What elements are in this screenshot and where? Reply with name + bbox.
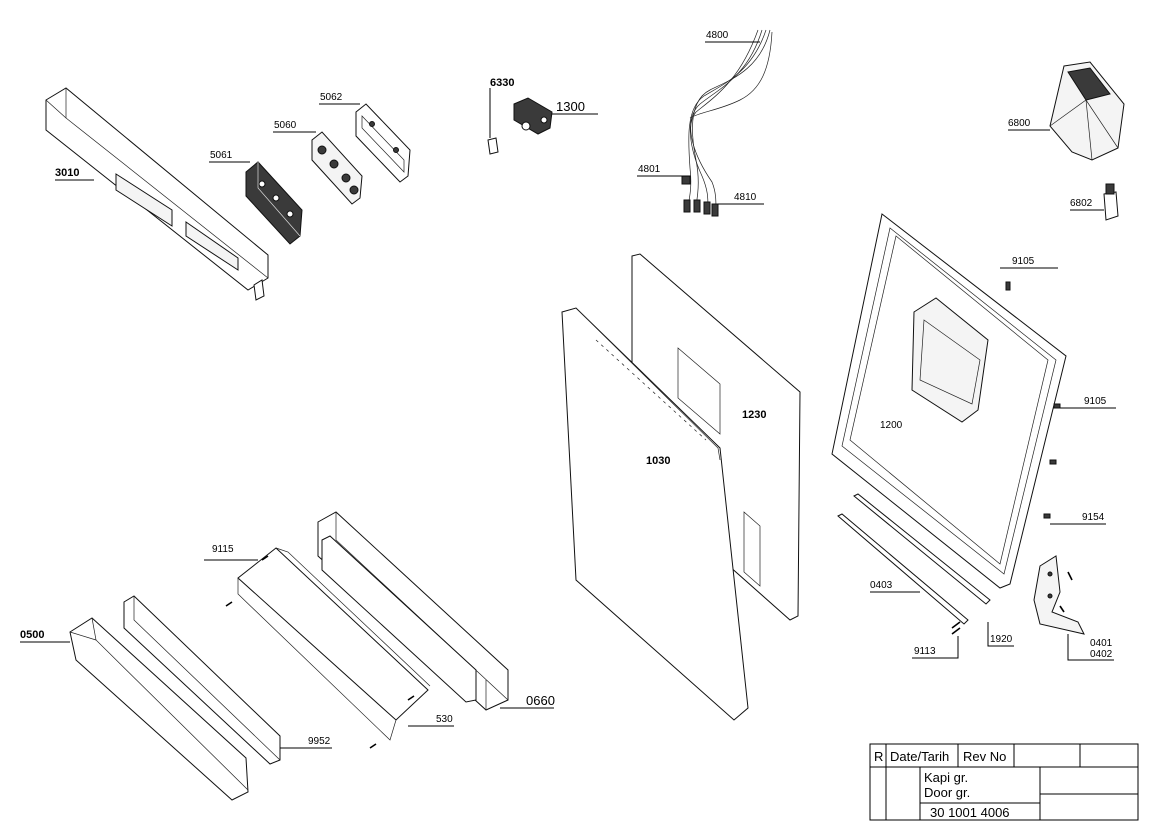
title-block-number: 30 1001 4006 (930, 805, 1010, 820)
label-3010: 3010 (55, 167, 79, 179)
label-530: 530 (436, 714, 453, 725)
label-0403: 0403 (870, 580, 893, 591)
title-block-rev: Rev No (963, 749, 1006, 764)
part-6330 (487, 137, 499, 155)
part-0401-hinge (1033, 555, 1085, 635)
label-1920: 1920 (990, 634, 1013, 645)
title-block-date: Date/Tarih (890, 749, 949, 764)
label-9154: 9154 (1082, 512, 1105, 523)
label-9952: 9952 (308, 736, 331, 747)
part-9113-screws (951, 621, 961, 635)
part-5062 (355, 103, 411, 183)
part-6802 (1103, 183, 1119, 221)
label-4800: 4800 (706, 30, 729, 41)
part-1200-inner-door (831, 213, 1067, 589)
part-labels: 3010 5061 5060 5062 6330 1300 4800 4801 … (20, 30, 1113, 747)
label-9115: 9115 (212, 544, 234, 555)
label-9105-top: 9105 (1012, 256, 1035, 267)
label-9113: 9113 (914, 646, 936, 657)
part-6800-dispenser (1049, 61, 1125, 161)
label-4801: 4801 (638, 164, 661, 175)
title-block-name-tr: Kapi gr. (924, 770, 968, 785)
label-1030: 1030 (646, 455, 670, 467)
label-5060: 5060 (274, 120, 297, 131)
label-6330: 6330 (490, 77, 514, 89)
part-0500-kick-plate (69, 617, 249, 801)
leader-lines (20, 41, 1116, 749)
part-0403-strip (837, 513, 969, 625)
part-1030-panel (561, 307, 749, 721)
part-1920-strip (853, 493, 991, 605)
title-block-name-en: Door gr. (924, 785, 970, 800)
label-6800: 6800 (1008, 118, 1031, 129)
label-0401: 0401 (1090, 638, 1113, 649)
label-1300: 1300 (556, 99, 585, 114)
title-block-r: R (874, 749, 883, 764)
label-5062: 5062 (320, 92, 343, 103)
label-0660: 0660 (526, 693, 555, 708)
label-0500: 0500 (20, 629, 44, 641)
part-530-bracket (225, 547, 431, 749)
part-0660-block (317, 511, 509, 711)
label-9105-side: 9105 (1084, 396, 1107, 407)
label-1230: 1230 (742, 409, 766, 421)
label-1200: 1200 (880, 420, 903, 431)
label-6802: 6802 (1070, 198, 1093, 209)
title-block: R Date/Tarih Rev No Kapi gr. Door gr. 30… (869, 743, 1139, 821)
part-5060 (311, 131, 363, 205)
label-4810: 4810 (734, 192, 757, 203)
label-0402: 0402 (1090, 649, 1113, 660)
part-1300 (513, 97, 553, 135)
label-5061: 5061 (210, 150, 233, 161)
part-5061 (245, 161, 303, 245)
part-3010-control-panel (45, 87, 269, 301)
part-4800-harness (681, 29, 773, 217)
part-9952-strip (123, 595, 281, 765)
